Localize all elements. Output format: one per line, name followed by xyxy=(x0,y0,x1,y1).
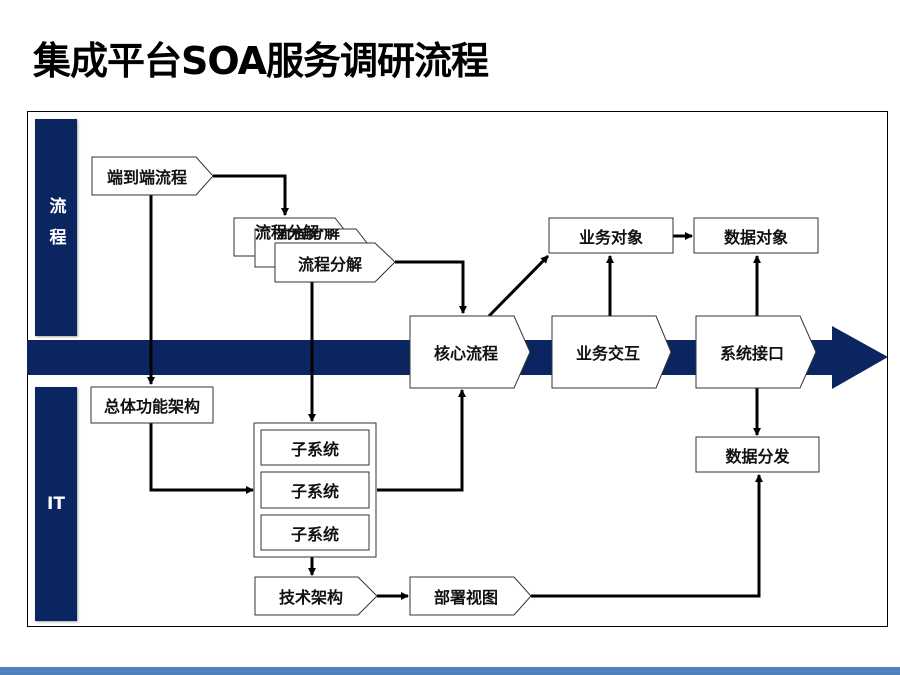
node-deploy-view: 部署视图 xyxy=(433,588,498,607)
node-system-interface: 系统接口 xyxy=(719,344,784,363)
node-interface-shape xyxy=(695,315,817,389)
node-dataobj-shape xyxy=(693,217,819,254)
node-end-to-end-shape xyxy=(91,156,214,196)
node-overall-arch: 总体功能架构 xyxy=(103,397,200,416)
footer-bar xyxy=(0,667,900,675)
node-decompose: 流程分解 xyxy=(297,254,362,274)
node-decompose-back1: 流程分解 xyxy=(275,229,340,242)
node-bizobj-shape xyxy=(548,217,674,254)
node-sub3-shape xyxy=(260,514,370,551)
lane-it-label: IT xyxy=(47,494,65,514)
node-subsystem: 子系统 xyxy=(290,482,339,501)
lane-process-label: 流程 xyxy=(45,196,66,259)
node-sub1-shape xyxy=(260,429,370,466)
connector-subsystems-to-core xyxy=(377,389,466,492)
connector-e2e-to-decompose xyxy=(213,174,289,216)
node-core-shape xyxy=(409,315,531,389)
node-deploy-shape xyxy=(409,576,532,616)
connector-decompose-to-core xyxy=(395,260,467,314)
node-overall-shape xyxy=(90,386,214,424)
lane-it: IT xyxy=(35,387,77,621)
connector-core-to-bizobj xyxy=(487,254,550,318)
page-title: 集成平台SOA服务调研流程 xyxy=(33,39,489,83)
node-sub2-shape xyxy=(260,471,370,509)
node-data-distribution: 数据分发 xyxy=(725,446,790,466)
node-end-to-end: 端到端流程 xyxy=(106,168,187,187)
connector-overall-to-subsystems xyxy=(149,423,254,494)
node-tech-arch: 技术架构 xyxy=(278,588,343,607)
node-interaction-shape xyxy=(551,315,672,389)
node-subsystem: 子系统 xyxy=(290,439,339,459)
node-datadist-shape xyxy=(695,436,820,473)
node-core-process: 核心流程 xyxy=(433,344,498,363)
node-business-object: 业务对象 xyxy=(578,227,643,247)
node-decompose-shape xyxy=(274,242,396,283)
node-subsystem: 子系统 xyxy=(290,524,339,544)
lane-process: 流程 xyxy=(35,119,77,336)
node-tech-shape xyxy=(254,576,378,616)
node-business-interaction: 业务交互 xyxy=(575,344,640,363)
node-decompose-back2: 流程分解 xyxy=(254,223,319,242)
connector-deploy-to-datadist xyxy=(531,474,763,598)
node-data-object: 数据对象 xyxy=(723,227,788,247)
